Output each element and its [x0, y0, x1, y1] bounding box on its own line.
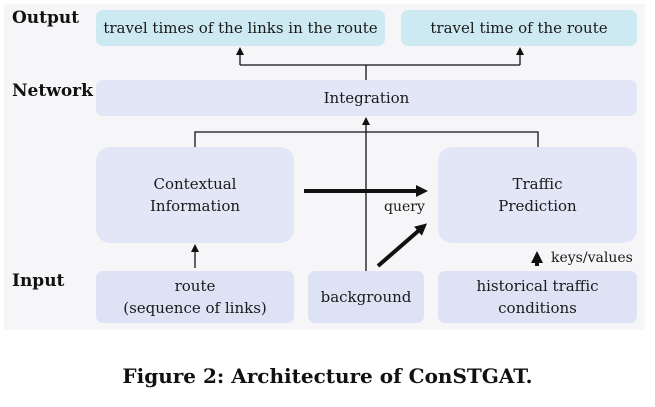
output-route-time-box: travel time of the route: [401, 10, 637, 46]
keys-values-label: keys/values: [551, 250, 633, 266]
traffic-line-1: Traffic: [512, 175, 563, 193]
route-line-1: route: [174, 277, 216, 295]
query-label: query: [384, 199, 425, 215]
historical-input-box: historical traffic conditions: [438, 271, 637, 323]
integration-text: Integration: [323, 89, 410, 107]
output-link-times-box: travel times of the links in the route: [96, 10, 385, 46]
input-row-label: Input: [12, 271, 65, 291]
output-link-times-text: travel times of the links in the route: [103, 19, 378, 37]
figure-caption: Figure 2: Architecture of ConSTGAT.: [122, 364, 533, 388]
integration-box: Integration: [96, 80, 637, 116]
integration-to-outputs-arrow: [240, 64, 520, 80]
contextual-line-1: Contextual: [153, 175, 237, 193]
traffic-line-2: Prediction: [498, 197, 577, 215]
contextual-line-2: Information: [149, 197, 241, 215]
contextual-information-box: Contextual Information: [96, 147, 294, 243]
historical-line-2: conditions: [498, 299, 577, 317]
route-input-box: route (sequence of links): [96, 271, 294, 323]
output-row-label: Output: [12, 8, 80, 28]
route-line-2: (sequence of links): [123, 299, 267, 317]
historical-line-1: historical traffic: [476, 277, 599, 295]
background-to-traffic-arrow: [376, 223, 428, 268]
background-input-box: background: [308, 271, 424, 323]
background-text: background: [320, 288, 412, 306]
traffic-prediction-box: Traffic Prediction: [438, 147, 637, 243]
output-route-time-text: travel time of the route: [430, 19, 608, 37]
network-row-label: Network: [12, 81, 93, 101]
